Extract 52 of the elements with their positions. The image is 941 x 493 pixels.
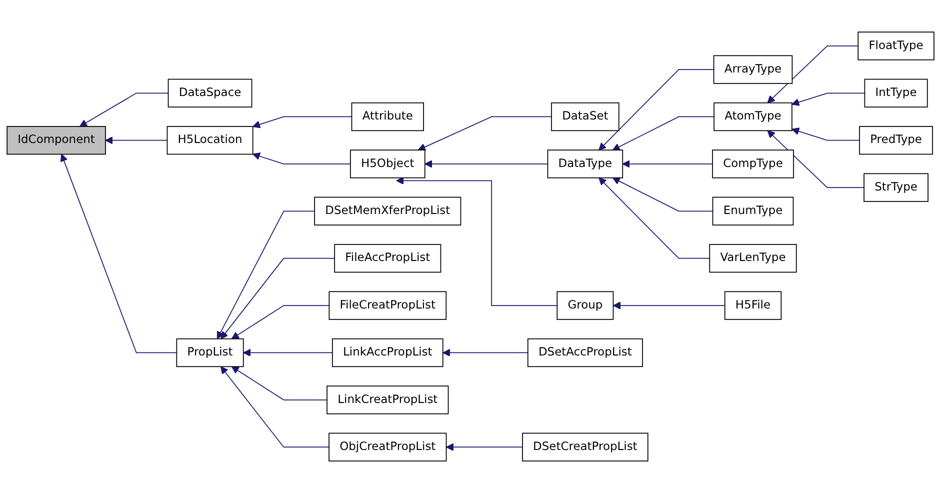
node-box: H5File xyxy=(724,291,782,320)
arrow xyxy=(60,154,178,354)
arrow xyxy=(243,348,333,357)
arrow xyxy=(792,92,866,106)
arrow xyxy=(418,116,552,151)
arrow xyxy=(622,160,713,168)
node-box: DataType xyxy=(547,150,624,178)
arrow xyxy=(598,177,710,259)
arrow xyxy=(767,45,859,104)
arrow xyxy=(105,136,168,144)
arrow xyxy=(252,116,352,128)
arrow xyxy=(220,366,330,448)
node-box: CompType xyxy=(712,150,794,178)
node-box: IntType xyxy=(864,78,928,108)
node-box: Attribute xyxy=(351,102,424,132)
arrow xyxy=(396,176,558,306)
node-box: DataSet xyxy=(551,102,620,132)
arrow xyxy=(612,116,714,150)
node-box: LinkCreatPropList xyxy=(326,386,449,414)
node-box: LinkAccPropList xyxy=(332,338,444,368)
arrow xyxy=(612,302,726,310)
node-box: Group xyxy=(556,291,614,320)
arrow xyxy=(598,69,714,150)
arrow xyxy=(80,92,169,127)
arrow xyxy=(216,210,336,340)
node-box: StrType xyxy=(864,173,928,202)
arrow xyxy=(424,160,548,168)
node-box: AtomType xyxy=(714,102,792,132)
node-box: ObjCreatPropList xyxy=(328,432,447,462)
node-box: FileCreatPropList xyxy=(328,291,447,320)
node-box: ArrayType xyxy=(713,55,793,84)
arrow xyxy=(231,305,330,340)
node-box: IdComponent xyxy=(6,126,106,155)
node-box: EnumType xyxy=(712,196,794,226)
node-box: DSetAccPropList xyxy=(527,338,643,368)
node-box: H5Object xyxy=(350,150,426,178)
arrow xyxy=(767,130,864,188)
node-box: PropList xyxy=(176,338,244,368)
arrow xyxy=(252,152,351,164)
arrow xyxy=(792,128,860,141)
arrow xyxy=(446,443,523,451)
arrow xyxy=(612,177,714,212)
node-box: DSetMemXferPropList xyxy=(314,196,462,226)
arrow xyxy=(442,348,528,357)
node-box: H5Location xyxy=(166,126,254,155)
node-box: FileAccPropList xyxy=(334,244,442,273)
arrow xyxy=(231,366,328,400)
node-box: DSetCreatPropList xyxy=(522,432,648,462)
node-box: VarLenType xyxy=(709,244,797,273)
node-box: DataSpace xyxy=(168,78,252,108)
node-box: FloatType xyxy=(858,32,934,60)
node-box: PredType xyxy=(859,126,933,155)
